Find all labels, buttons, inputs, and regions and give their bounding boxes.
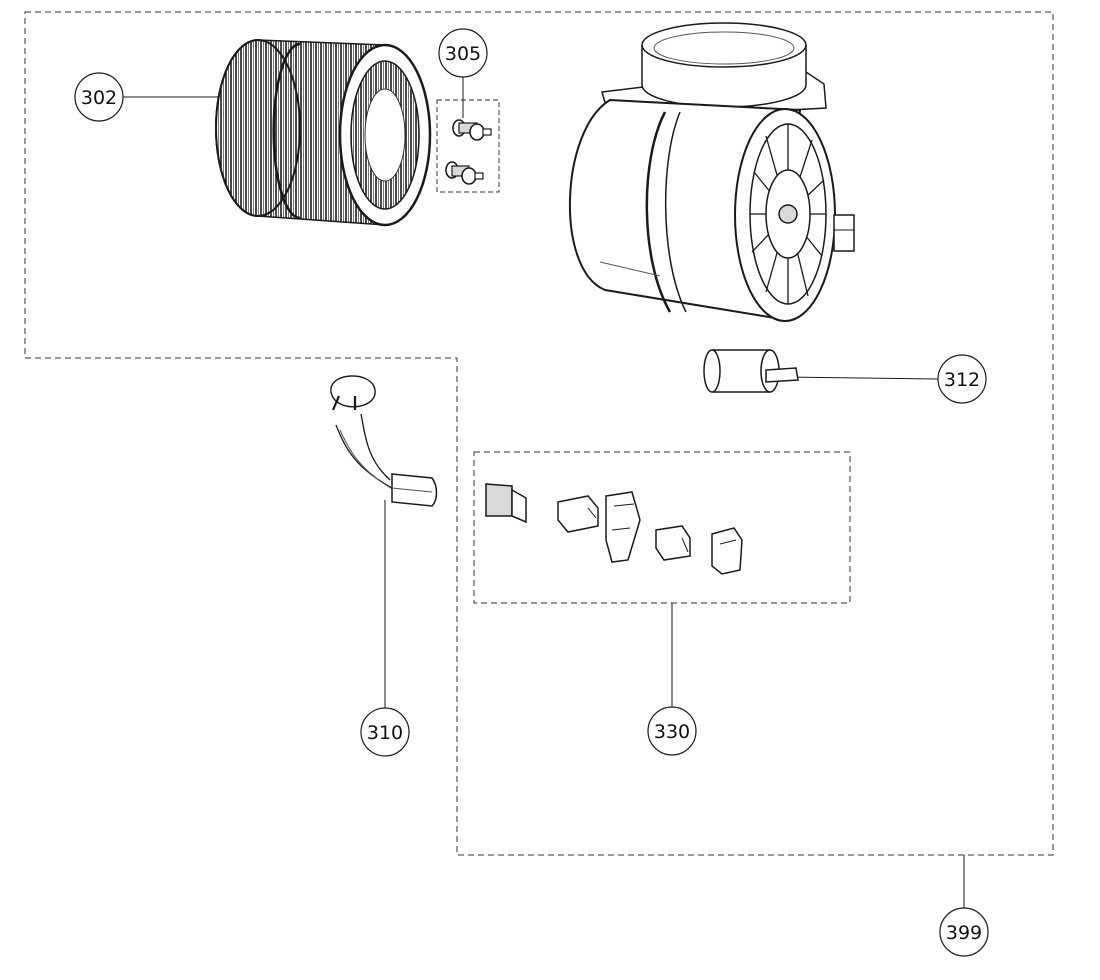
callout-312: 312 — [937, 354, 987, 404]
callout-310: 310 — [360, 707, 410, 757]
grommet-icon — [445, 119, 492, 185]
callout-399: 399 — [939, 907, 989, 957]
motor-housing-icon — [569, 22, 855, 322]
callout-399-label: 399 — [946, 922, 982, 944]
callout-330-label: 330 — [654, 721, 690, 743]
callout-305: 305 — [438, 28, 488, 78]
connector-icon — [485, 483, 743, 575]
callout-305-label: 305 — [445, 43, 481, 65]
callout-302-label: 302 — [81, 87, 117, 109]
power-cord-icon — [330, 375, 438, 507]
assembly-399-boundary — [24, 11, 1054, 856]
blower-wheel-icon — [215, 39, 432, 227]
callout-302: 302 — [74, 72, 124, 122]
leader-312 — [782, 376, 939, 380]
group-305-boundary — [436, 99, 500, 193]
callout-312-label: 312 — [944, 369, 980, 391]
capacitor-icon — [703, 349, 799, 393]
group-330-boundary — [473, 451, 851, 604]
callout-330: 330 — [647, 706, 697, 756]
callout-310-label: 310 — [367, 722, 403, 744]
